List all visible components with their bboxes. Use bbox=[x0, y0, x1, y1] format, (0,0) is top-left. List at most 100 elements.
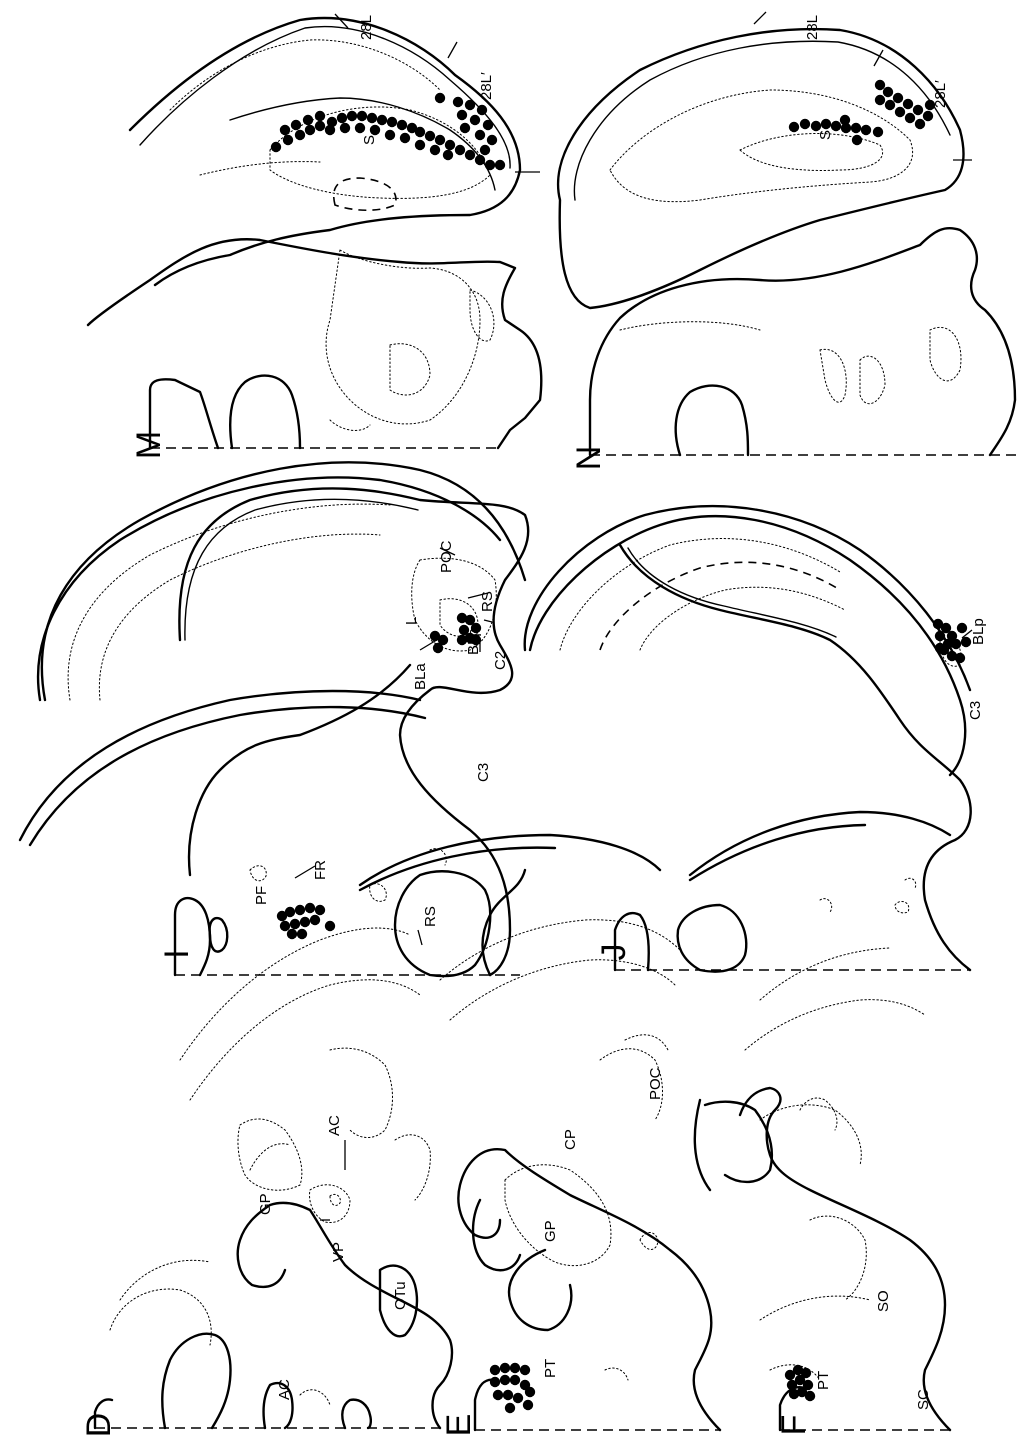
panel-n-labeled-cell bbox=[875, 95, 885, 105]
panel-n-labeled-cell bbox=[800, 119, 810, 129]
label-e-pt: PT bbox=[542, 1359, 559, 1378]
panel-n-labeled-cell bbox=[821, 119, 831, 129]
panel-label-m: M bbox=[130, 431, 168, 459]
panel-m-labeled-cell bbox=[470, 115, 480, 125]
label-j-c3: C3 bbox=[967, 701, 984, 720]
label-n-s: S bbox=[817, 130, 834, 140]
panel-m-labeled-cell bbox=[400, 133, 410, 143]
panel-e-labeled-cell bbox=[490, 1365, 500, 1375]
panel-f bbox=[690, 812, 950, 1430]
panel-n-labeled-cell bbox=[895, 107, 905, 117]
panel-m-labeled-cell bbox=[385, 130, 395, 140]
panel-m-labeled-cell bbox=[445, 140, 455, 150]
panel-m-labeled-cell bbox=[367, 113, 377, 123]
panel-m bbox=[88, 14, 541, 448]
label-f-sc: SC bbox=[915, 1389, 932, 1410]
panel-n-labeled-cell bbox=[883, 87, 893, 97]
panel-e-labeled-cell bbox=[490, 1377, 500, 1387]
label-d-vp: VP bbox=[330, 1242, 347, 1262]
panel-m-labeled-cell bbox=[377, 115, 387, 125]
panel-m-labeled-cell bbox=[460, 123, 470, 133]
panel-m-labeled-cell bbox=[315, 111, 325, 121]
panel-m-labeled-cell bbox=[305, 125, 315, 135]
label-i-bla: BLa bbox=[412, 663, 429, 690]
label-i-fr: FR bbox=[312, 860, 329, 880]
panel-i-labeled-cell bbox=[287, 929, 297, 939]
panel-e-labeled-cell bbox=[500, 1375, 510, 1385]
panel-label-i: I bbox=[158, 949, 196, 958]
panel-j-labeled-cell bbox=[955, 653, 965, 663]
label-m-28l: 28L bbox=[358, 15, 375, 40]
panel-e-labeled-cell bbox=[520, 1365, 530, 1375]
panel-m-labeled-cell bbox=[435, 93, 445, 103]
panel-m-labeled-cell bbox=[457, 110, 467, 120]
panel-n-labeled-cell bbox=[915, 119, 925, 129]
panel-n bbox=[558, 12, 1020, 455]
panel-m-labeled-cell bbox=[280, 125, 290, 135]
panel-m-labeled-cell bbox=[480, 145, 490, 155]
panel-n-labeled-cell bbox=[840, 115, 850, 125]
panel-i-labeled-cell bbox=[280, 921, 290, 931]
panel-j-labeled-cell bbox=[935, 631, 945, 641]
panel-i-labeled-cell bbox=[325, 921, 335, 931]
panel-e-labeled-cell bbox=[513, 1393, 523, 1403]
panel-e-labeled-cell bbox=[500, 1363, 510, 1373]
panel-m-labeled-cell bbox=[415, 127, 425, 137]
panel-n-labeled-cell bbox=[811, 121, 821, 131]
panel-j-labeled-cell bbox=[951, 639, 961, 649]
panel-i-labeled-cell bbox=[315, 905, 325, 915]
panel-label-e: E bbox=[440, 1414, 478, 1437]
panel-m-labeled-cell bbox=[495, 160, 505, 170]
panel-n-labeled-cell bbox=[852, 135, 862, 145]
panel-i bbox=[38, 462, 528, 976]
panel-n-labeled-cell bbox=[903, 99, 913, 109]
label-m-28l-prime: 28L′ bbox=[478, 72, 495, 100]
panel-label-n: N bbox=[570, 446, 608, 471]
panel-m-labeled-cell bbox=[483, 120, 493, 130]
panel-n-labeled-cell bbox=[885, 100, 895, 110]
panel-m-labeled-cell bbox=[443, 150, 453, 160]
panel-m-labeled-cell bbox=[357, 111, 367, 121]
panel-f-labeled-cell bbox=[805, 1391, 815, 1401]
panel-e-labeled-cell bbox=[525, 1387, 535, 1397]
panel-m-labeled-cell bbox=[271, 142, 281, 152]
panel-label-j: J bbox=[595, 944, 633, 961]
panel-e bbox=[360, 835, 720, 1430]
panel-n-labeled-cell bbox=[905, 113, 915, 123]
labeled-cells bbox=[271, 80, 971, 1413]
label-j-blp: BLp bbox=[970, 618, 987, 645]
panel-i-labeled-cell bbox=[433, 643, 443, 653]
label-i-blp: BLp bbox=[465, 628, 482, 655]
label-f-so: SO bbox=[875, 1290, 892, 1312]
panel-i-labeled-cell bbox=[285, 907, 295, 917]
panel-m-labeled-cell bbox=[435, 135, 445, 145]
label-i-pf: PF bbox=[253, 886, 270, 905]
panel-m-labeled-cell bbox=[283, 135, 293, 145]
panel-n-labeled-cell bbox=[861, 125, 871, 135]
panel-j bbox=[525, 506, 972, 971]
panel-m-labeled-cell bbox=[355, 123, 365, 133]
label-f-pt: PT bbox=[815, 1371, 832, 1390]
panel-m-labeled-cell bbox=[325, 125, 335, 135]
panel-m-labeled-cell bbox=[291, 120, 301, 130]
panel-m-labeled-cell bbox=[340, 123, 350, 133]
panel-i-labeled-cell bbox=[297, 929, 307, 939]
panel-m-labeled-cell bbox=[475, 130, 485, 140]
panel-m-labeled-cell bbox=[387, 117, 397, 127]
panel-e-labeled-cell bbox=[510, 1375, 520, 1385]
label-i-poc: POC bbox=[438, 540, 455, 573]
label-d-otu: OTu bbox=[392, 1281, 409, 1310]
panel-e-labeled-cell bbox=[505, 1403, 515, 1413]
label-d-rs: RS bbox=[422, 906, 439, 927]
panel-i-labeled-cell bbox=[295, 905, 305, 915]
panel-n-labeled-cell bbox=[875, 80, 885, 90]
label-i-l: L bbox=[403, 617, 420, 625]
panel-m-labeled-cell bbox=[295, 130, 305, 140]
panel-m-labeled-cell bbox=[475, 155, 485, 165]
panel-i-labeled-cell bbox=[290, 919, 300, 929]
label-d-ac-upper: AC bbox=[326, 1115, 343, 1136]
panel-j-labeled-cell bbox=[957, 623, 967, 633]
panel-label-f: F bbox=[775, 1415, 813, 1436]
panel-e-labeled-cell bbox=[503, 1390, 513, 1400]
panel-m-labeled-cell bbox=[485, 160, 495, 170]
